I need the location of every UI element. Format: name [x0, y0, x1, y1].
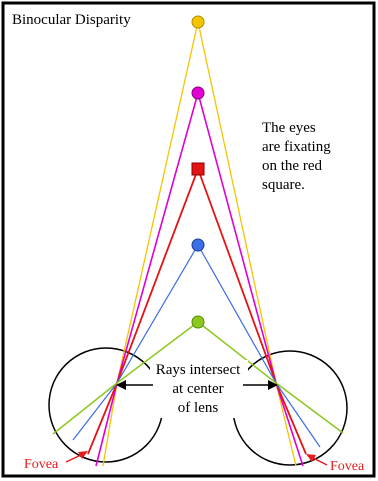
green-ray-left: [52, 321, 199, 435]
right-fovea-label: Fovea: [330, 459, 365, 474]
callout-background: [150, 360, 248, 418]
magenta-target-dot: [191, 86, 205, 100]
callout-line-2: at center: [172, 381, 223, 397]
diagram-title: Binocular Disparity: [12, 12, 131, 28]
note-line-4: square.: [262, 177, 305, 193]
note-line-3: on the red: [262, 158, 322, 174]
right-fovea-arrowhead: [306, 454, 316, 462]
red-target-square: [191, 162, 205, 176]
note-line-1: The eyes: [262, 120, 316, 136]
left-fovea-arrowhead: [78, 451, 88, 459]
fixation-note: The eyes are fixating on the red square.: [262, 120, 331, 193]
callout-line-3: of lens: [178, 400, 219, 416]
left-fovea-label: Fovea: [24, 457, 59, 472]
blue-target-dot: [191, 238, 205, 252]
lens-callout: Rays intersect at center of lens: [156, 362, 241, 416]
green-ray-right: [197, 321, 344, 434]
ray-lines: [52, 21, 344, 467]
right-callout-arrowhead: [268, 380, 278, 390]
left-callout-arrowhead: [116, 380, 126, 390]
green-target-dot: [191, 315, 205, 329]
note-line-2: are fixating: [262, 139, 331, 155]
callout-line-1: Rays intersect: [156, 362, 241, 378]
yellow-target-dot: [191, 15, 205, 29]
